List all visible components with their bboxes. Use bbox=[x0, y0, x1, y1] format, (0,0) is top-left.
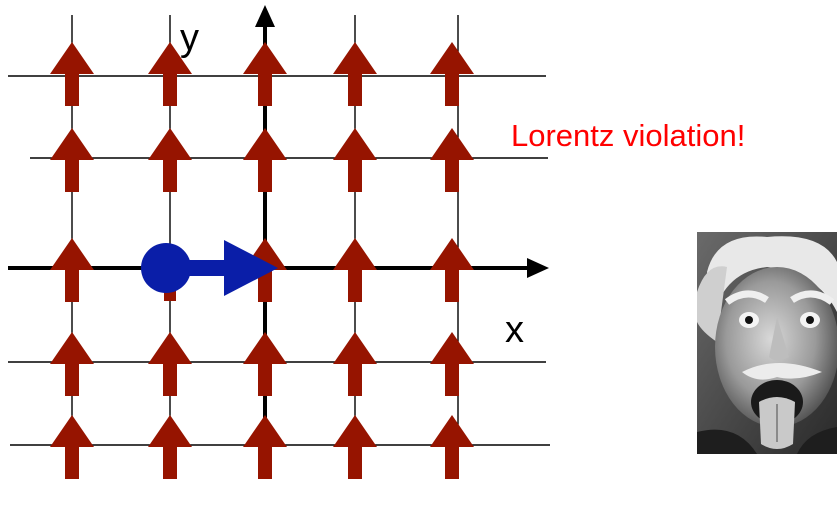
spin-arrow-r3-c1 bbox=[50, 238, 94, 302]
spin-arrows bbox=[50, 42, 474, 479]
particle bbox=[141, 240, 278, 296]
particle-dot bbox=[141, 243, 191, 293]
grid-lines bbox=[8, 15, 550, 478]
spin-arrow-r2-c1 bbox=[50, 128, 94, 192]
spin-arrow-r2-c3 bbox=[243, 128, 287, 192]
spin-arrow-r5-c3 bbox=[243, 415, 287, 479]
spin-arrow-r4-c2 bbox=[148, 332, 192, 396]
caption-text: Lorentz violation! bbox=[511, 118, 746, 153]
spin-arrow-r4-c5 bbox=[430, 332, 474, 396]
spin-arrow-r5-c1 bbox=[50, 415, 94, 479]
spin-arrow-r4-c4 bbox=[333, 332, 377, 396]
spin-arrow-r4-c1 bbox=[50, 332, 94, 396]
spin-arrow-r5-c5 bbox=[430, 415, 474, 479]
x-axis-arrowhead bbox=[527, 258, 549, 278]
spin-arrow-r4-c3 bbox=[243, 332, 287, 396]
spin-arrow-r2-c2 bbox=[148, 128, 192, 192]
spin-arrow-r2-c5 bbox=[430, 128, 474, 192]
spin-arrow-r1-c2 bbox=[148, 42, 192, 106]
y-axis-label: y bbox=[180, 17, 199, 59]
spin-arrow-r1-c3 bbox=[243, 42, 287, 106]
spin-arrow-r5-c4 bbox=[333, 415, 377, 479]
spin-arrow-r1-c4 bbox=[333, 42, 377, 106]
spin-arrow-r3-c4 bbox=[333, 238, 377, 302]
particle-arrowhead bbox=[224, 240, 278, 296]
spin-arrow-r1-c5 bbox=[430, 42, 474, 106]
x-axis-label: x bbox=[505, 309, 524, 351]
portrait-photo bbox=[697, 232, 837, 454]
spin-arrow-r3-c5 bbox=[430, 238, 474, 302]
spin-arrow-r1-c1 bbox=[50, 42, 94, 106]
y-axis-arrowhead bbox=[255, 5, 275, 27]
spin-arrow-r5-c2 bbox=[148, 415, 192, 479]
spin-arrow-r2-c4 bbox=[333, 128, 377, 192]
